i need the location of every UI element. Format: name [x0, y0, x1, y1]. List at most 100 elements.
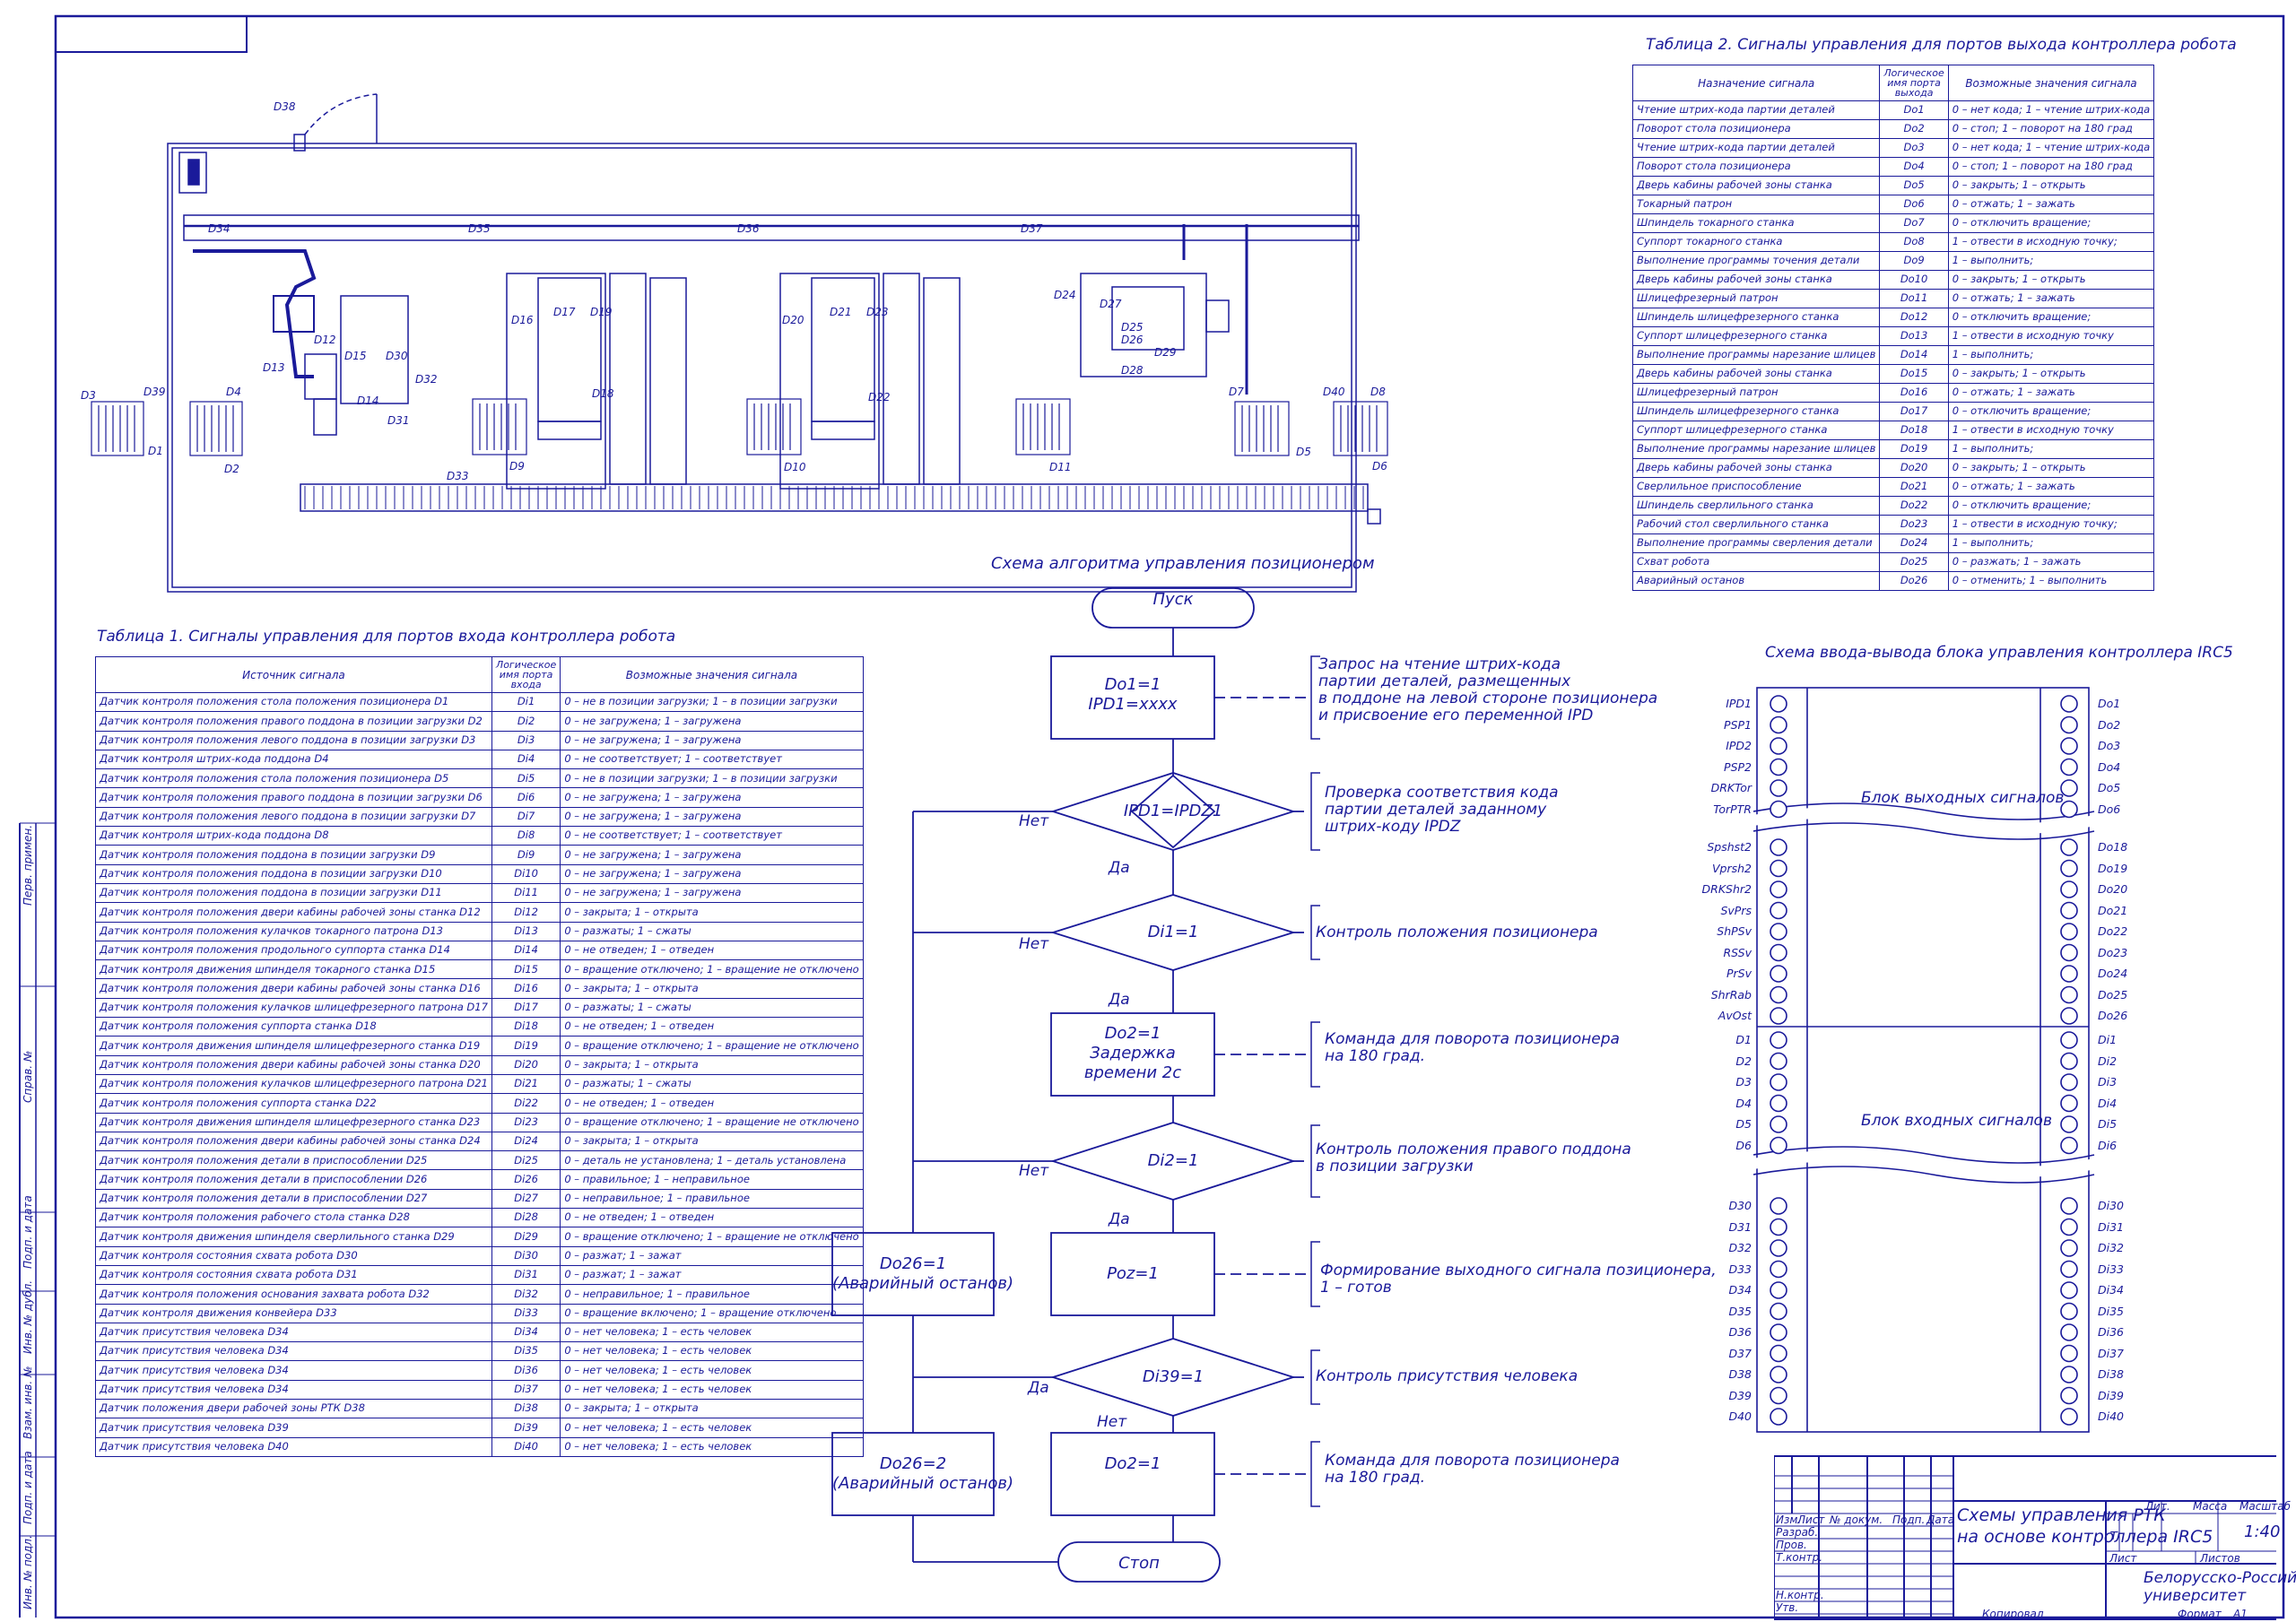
flow-block-3-text: Poz=1: [1107, 1264, 1159, 1283]
flow-no-label: Нет: [1019, 935, 1049, 953]
table2-row-cell: 0 – отжать; 1 – зажать: [1947, 289, 2155, 308]
io-output-label: Do3: [2098, 739, 2121, 752]
table2-header: Логическое имя порта выхода: [1879, 65, 1949, 101]
table1-row: Датчик контроля положения стола положени…: [95, 691, 864, 713]
io-output-label: Do1: [2098, 697, 2121, 710]
io-input-label: D4: [1735, 1096, 1752, 1110]
table1-row-cell: Di1: [491, 691, 561, 713]
side-label: Инв. № подл.: [22, 1535, 34, 1609]
table1-row-cell: Датчик контроля положения двери кабины р…: [95, 902, 492, 923]
table1-row-cell: Di27: [491, 1188, 561, 1210]
table2-row-cell: Выполнение программы нарезание шлицев: [1631, 439, 1881, 459]
table1-row-cell: Di3: [491, 730, 561, 750]
io-input-label: Vprsh2: [1711, 861, 1752, 875]
table1-row-cell: Di4: [491, 749, 561, 770]
layout-label-d21: D21: [830, 306, 852, 318]
io-terminal: [1770, 838, 1787, 856]
title-block: [1774, 1455, 2276, 1620]
table1-row-cell: Di21: [491, 1073, 561, 1095]
io-output-label: Di30: [2098, 1199, 2125, 1212]
flowchart-title: Схема алгоритма управления позиционером: [991, 554, 1375, 573]
io-terminal: [1770, 1197, 1787, 1215]
layout-label-d31: D31: [387, 414, 410, 427]
table1-row: Датчик контроля состояния схвата робота …: [95, 1245, 864, 1266]
table1-row-cell: Di28: [491, 1208, 561, 1228]
table2-row-cell: 1 – отвести в исходную точку: [1947, 326, 2155, 346]
io-input-label: TorPTR: [1713, 802, 1752, 816]
table1-row-cell: Di38: [491, 1398, 561, 1419]
layout-label-d39: D39: [144, 386, 166, 398]
io-terminal: [1770, 1218, 1787, 1236]
io-input-label: PSP1: [1724, 717, 1752, 732]
io-terminal: [2060, 1031, 2078, 1049]
io-input-label: D40: [1728, 1409, 1752, 1423]
table2-header: Назначение сигнала: [1631, 65, 1881, 101]
table1-row-cell: Di11: [491, 882, 561, 904]
layout-label-d17: D17: [553, 306, 576, 318]
table1-row: Датчик контроля положения правого поддон…: [95, 711, 864, 732]
flow-decision-4-text: Di39=1: [1142, 1367, 1205, 1386]
io-terminal: [1770, 1323, 1787, 1341]
tb-role: Утв.: [1776, 1601, 1799, 1614]
io-input-label: D2: [1735, 1054, 1752, 1068]
table1-row-cell: Di5: [491, 768, 561, 789]
table1-row-cell: Датчик присутствия человека D34: [95, 1379, 492, 1400]
io-output-label: Di39: [2098, 1388, 2125, 1402]
io-terminal: [2060, 1281, 2078, 1299]
io-terminal: [2060, 1239, 2078, 1257]
table2-row-cell: 1 – отвести в исходную точку;: [1947, 515, 2155, 534]
table1-row-cell: Di14: [491, 940, 561, 961]
table1-row: Датчик контроля положения стола положени…: [95, 768, 864, 789]
table1-row: Датчик контроля положения основания захв…: [95, 1284, 864, 1305]
flow-yes-label: Да: [1028, 1379, 1049, 1397]
table1-row-cell: Di26: [491, 1169, 561, 1190]
table1-row-cell: Di39: [491, 1418, 561, 1438]
table1-row-cell: Датчик контроля движения шпинделя токарн…: [95, 959, 492, 980]
io-terminal: [2060, 1052, 2078, 1071]
table1-row-cell: Датчик контроля положения правого поддон…: [95, 711, 492, 732]
table1-row: Датчик контроля положения поддона в пози…: [95, 882, 864, 904]
io-terminal: [1770, 901, 1787, 920]
table1-row-cell: Датчик присутствия человека D39: [95, 1418, 492, 1438]
io-input-label: DRKShr2: [1701, 882, 1752, 896]
io-output-label: Di37: [2098, 1346, 2125, 1360]
io-terminal: [2060, 985, 2078, 1004]
io-output-label: Di34: [2098, 1283, 2125, 1297]
flow-no-label: Нет: [1019, 1162, 1049, 1180]
table2-row-cell: 0 – отключить вращение;: [1947, 213, 2155, 233]
table1-row: Датчик контроля состояния схвата робота …: [95, 1264, 864, 1286]
layout-label-d23: D23: [866, 306, 889, 318]
io-output-label: Di31: [2098, 1219, 2125, 1234]
table1-row-cell: Датчик контроля положения кулачков токар…: [95, 921, 492, 941]
table1-row-cell: Di34: [491, 1322, 561, 1343]
flow-block-4-text: Do2=1: [1104, 1454, 1161, 1473]
io-terminal: [1770, 1302, 1787, 1321]
layout-label-d40: D40: [1323, 386, 1345, 398]
workcell-layout: [91, 93, 1388, 593]
io-terminal: [2060, 880, 2078, 898]
table2-row-cell: Do24: [1879, 533, 1949, 553]
table2-row-cell: Do4: [1879, 157, 1949, 177]
table1-row: Датчик контроля движения шпинделя токарн…: [95, 959, 864, 980]
io-terminal: [2060, 1094, 2078, 1113]
table1-row-cell: Di31: [491, 1264, 561, 1286]
table2-row-cell: Do12: [1879, 308, 1949, 327]
io-input-label: D35: [1728, 1304, 1752, 1318]
table2-row-cell: Do22: [1879, 496, 1949, 516]
table2-row-cell: 1 – выполнить;: [1947, 533, 2155, 553]
flow-no-label: Нет: [1097, 1413, 1127, 1431]
io-terminal: [1770, 1031, 1787, 1049]
table1-row-cell: Датчик контроля положения продольного су…: [95, 940, 492, 961]
table2-row-cell: Do15: [1879, 364, 1949, 384]
io-title: Схема ввода-вывода блока управления конт…: [1765, 644, 2233, 662]
